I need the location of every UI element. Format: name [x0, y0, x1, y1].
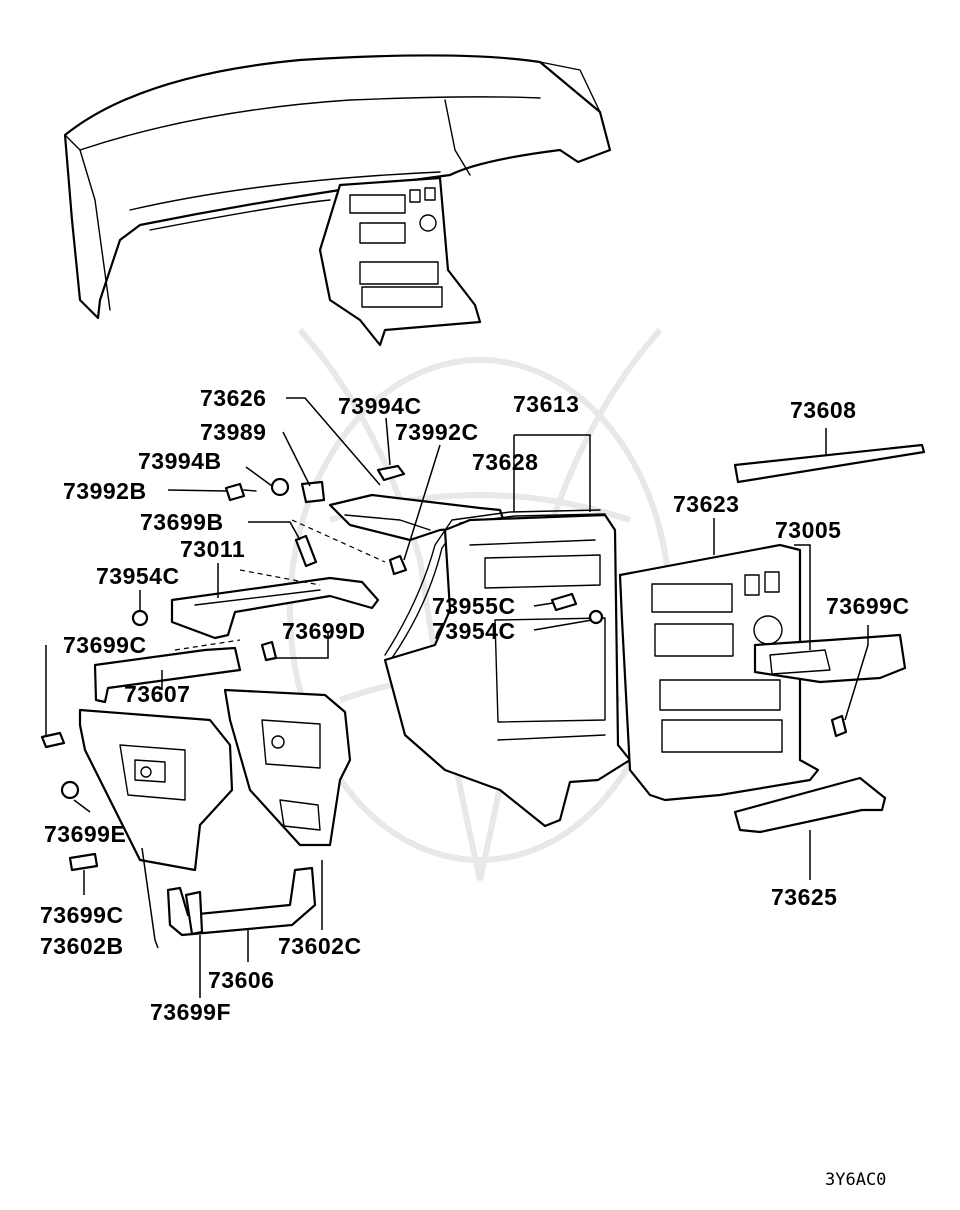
label-73989: 73989: [200, 419, 266, 445]
label-73954C-center: 73954C: [432, 618, 516, 644]
label-73625: 73625: [771, 884, 837, 910]
label-73623: 73623: [673, 491, 739, 517]
label-73699F: 73699F: [150, 999, 231, 1025]
part-73994C-clip: [376, 464, 406, 482]
part-73699C-right-screw: [830, 714, 848, 738]
label-73699D: 73699D: [282, 618, 366, 644]
label-73955C: 73955C: [432, 593, 516, 619]
label-73994C: 73994C: [338, 393, 422, 419]
part-73606-bracket: [166, 866, 317, 937]
part-73954C-center-clip: [588, 609, 604, 625]
label-73005: 73005: [775, 517, 841, 543]
part-73955C-clip: [550, 592, 578, 612]
label-73602B: 73602B: [40, 933, 124, 959]
part-73699C-bottom-screw: [68, 852, 99, 872]
label-73626: 73626: [200, 385, 266, 411]
part-73602C-panel: [223, 688, 352, 847]
label-73699C-left: 73699C: [63, 632, 147, 658]
diagram-code: 3Y6AC0: [825, 1170, 886, 1190]
label-73954C-left: 73954C: [96, 563, 180, 589]
part-73699F-screw: [184, 890, 204, 936]
part-73699C-left-screw: [40, 731, 66, 749]
part-73602B-panel: [78, 708, 234, 872]
part-73699E-clip: [60, 780, 80, 800]
label-73607: 73607: [124, 681, 190, 707]
part-73699B-screw: [294, 534, 318, 568]
part-73994B-nut: [270, 477, 290, 497]
leader-lines: [45, 397, 869, 998]
part-73623-bezel: [618, 543, 820, 802]
part-73613-console-frame: [383, 513, 632, 828]
label-73992B: 73992B: [63, 478, 147, 504]
part-73011-bracket: [170, 576, 380, 640]
part-73992B-screw: [224, 482, 257, 502]
part-73608-trim-strip: [733, 443, 926, 484]
label-73608: 73608: [790, 397, 856, 423]
part-labels: 73626 73994C 73613 73608 73989 73992C 73…: [40, 385, 910, 1190]
label-73699C-bottom: 73699C: [40, 902, 124, 928]
label-73699E: 73699E: [44, 821, 126, 847]
label-73602C: 73602C: [278, 933, 362, 959]
label-73628: 73628: [472, 449, 538, 475]
label-73011: 73011: [180, 536, 245, 562]
part-73992C-screw: [388, 554, 408, 576]
part-73607-bracket: [93, 646, 242, 704]
part-73625-trim: [733, 776, 887, 834]
part-73989-clip: [300, 480, 326, 504]
part-73954C-left-clip: [131, 609, 149, 627]
label-73992C: 73992C: [395, 419, 479, 445]
label-73699C-right: 73699C: [826, 593, 910, 619]
part-73699D-screw: [260, 640, 278, 662]
label-73613: 73613: [513, 391, 579, 417]
label-73606: 73606: [208, 967, 274, 993]
label-73994B: 73994B: [138, 448, 222, 474]
dashboard-overview: [63, 54, 612, 347]
label-73699B: 73699B: [140, 509, 224, 535]
